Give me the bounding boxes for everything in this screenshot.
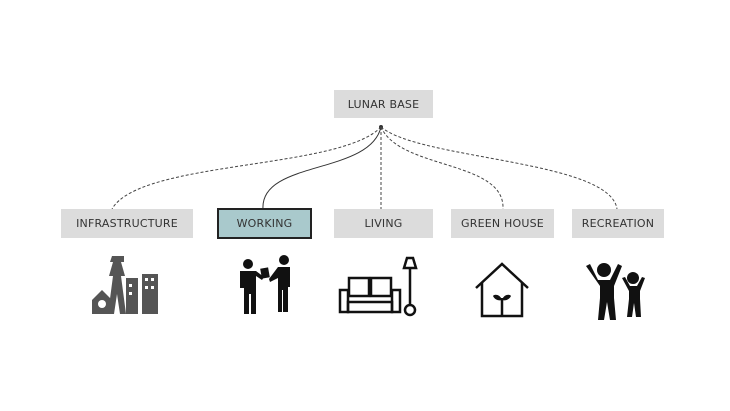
node-working[interactable]: WORKING xyxy=(217,208,312,239)
node-recreation[interactable]: RECREATION xyxy=(572,209,664,238)
power-tower-city-icon xyxy=(92,256,158,314)
root-node-lunar-base[interactable]: LUNAR BASE xyxy=(334,90,433,118)
node-infrastructure[interactable]: INFRASTRUCTURE xyxy=(61,209,193,238)
connector-working xyxy=(262,126,382,210)
node-living[interactable]: LIVING xyxy=(334,209,433,238)
sofa-lamp-icon xyxy=(338,256,418,317)
connector-infrastructure xyxy=(111,126,382,210)
node-green-house[interactable]: GREEN HOUSE xyxy=(451,209,554,238)
connector-recreation xyxy=(380,126,618,210)
connector-green-house xyxy=(380,126,504,210)
house-plant-icon xyxy=(475,262,529,318)
people-handshake-icon xyxy=(240,255,290,314)
cheering-people-icon xyxy=(586,263,645,320)
